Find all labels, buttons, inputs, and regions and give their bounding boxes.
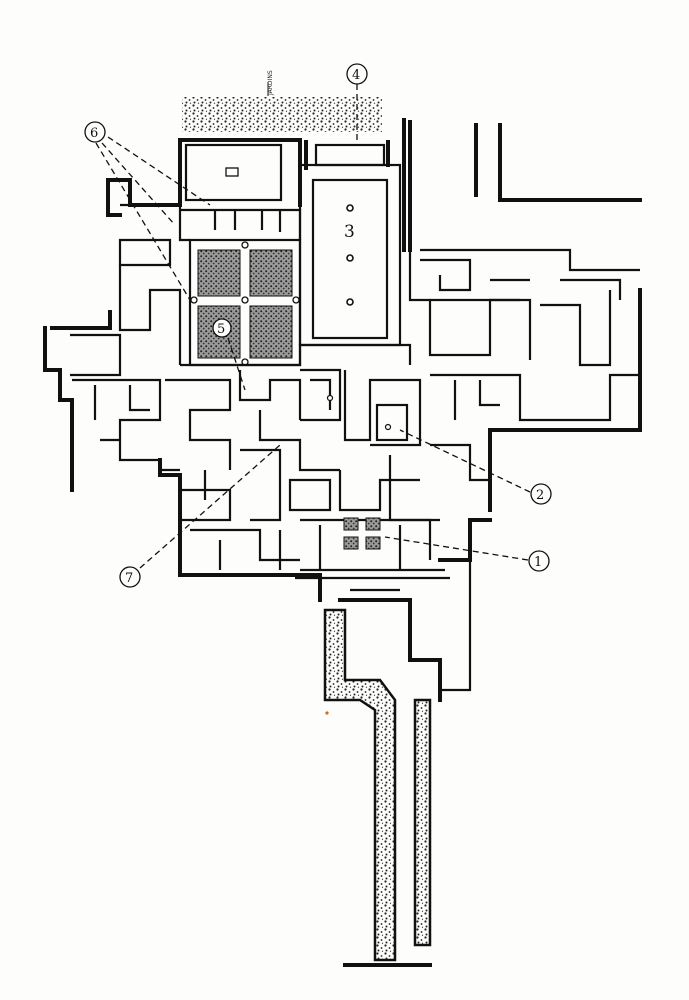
callout-6-label: 6 bbox=[90, 126, 98, 141]
callout-5: 5 bbox=[212, 318, 246, 391]
callout-2: 2 bbox=[399, 429, 552, 505]
callout-4: 4 bbox=[346, 63, 368, 145]
callout-6: 6 bbox=[84, 121, 211, 301]
callout-5-label: 5 bbox=[217, 322, 225, 337]
courtyard-3-label: 3 bbox=[344, 222, 355, 242]
callout-4-label: 4 bbox=[352, 68, 360, 83]
north-building bbox=[184, 143, 283, 202]
room-complex bbox=[70, 203, 640, 570]
entrance-passage bbox=[323, 560, 472, 967]
courtyard-3: 3 bbox=[298, 163, 402, 347]
callout-7-label: 7 bbox=[125, 571, 133, 586]
outer-walls bbox=[43, 118, 642, 602]
garden-court-5 bbox=[188, 238, 302, 367]
callout-1: 1 bbox=[384, 536, 550, 572]
garden-hedge: JARDINS bbox=[182, 70, 382, 132]
gardens-label: JARDINS bbox=[267, 70, 274, 96]
callout-1-label: 1 bbox=[534, 555, 542, 570]
room-4 bbox=[304, 140, 390, 170]
callout-2-label: 2 bbox=[536, 488, 544, 503]
stray-mark bbox=[325, 711, 329, 715]
callout-7: 7 bbox=[119, 444, 281, 588]
